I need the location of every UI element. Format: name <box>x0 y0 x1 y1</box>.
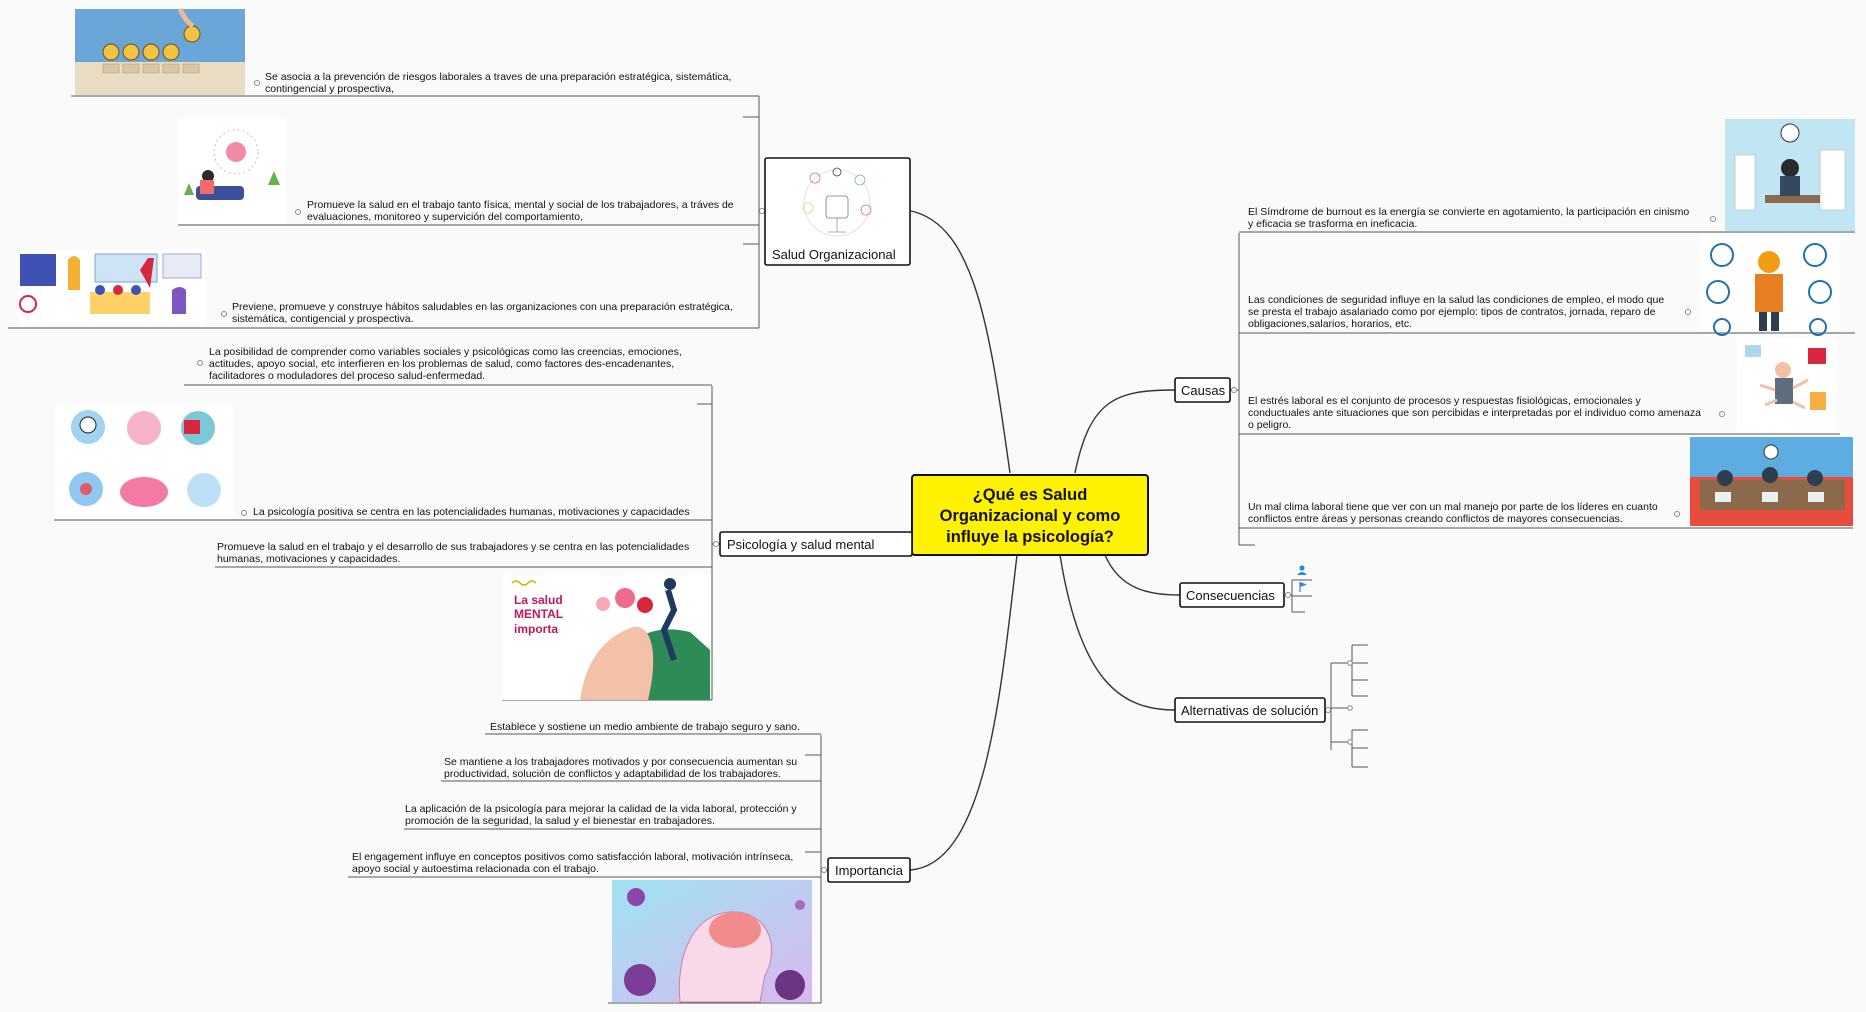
poster-line-1: La salud <box>514 593 563 607</box>
branch-salud-organizacional: Salud Organizacional Se asocia a la prev… <box>8 7 911 329</box>
list-item: Promueve la salud en el trabajo y el des… <box>217 541 689 565</box>
node-psicologia[interactable]: Psicología y salud mental <box>719 531 913 557</box>
item-text-line: conductuales ante situaciones que son pe… <box>1248 407 1701 419</box>
central-title-line3: influye la psicología? <box>946 528 1114 546</box>
node-alternativas[interactable]: Alternativas de solución <box>1174 697 1326 723</box>
node-causas[interactable]: Causas <box>1174 377 1231 403</box>
item-text-line: obligaciones,salarios, horarios, etc. <box>1248 318 1412 330</box>
item-text-line: El estrés laboral es el conjunto de proc… <box>1248 395 1642 407</box>
connector-alternativas <box>1059 554 1176 711</box>
therapy-session-image <box>178 118 286 224</box>
item-text-line: humanas, motivaciones y capacidades. <box>217 553 400 565</box>
list-item: El Símdrome de burnout es la energía se … <box>1248 206 1716 230</box>
list-item: Un mal clima laboral tiene que ver con u… <box>1248 501 1680 525</box>
list-item: La posibilidad de comprender como variab… <box>197 346 682 382</box>
office-conflict-image <box>1690 437 1853 526</box>
health-network-icon <box>802 167 872 237</box>
mental-health-poster-image: La salud MENTAL importa <box>502 575 710 700</box>
branch-consecuencias: Consecuencias <box>1179 565 1312 613</box>
node-label: Importancia <box>835 863 904 878</box>
team-analysis-image <box>18 250 206 325</box>
connector-salud-organizacional <box>910 210 1011 474</box>
item-text-line: Previene, promueve y construye hábitos s… <box>232 301 733 313</box>
node-salud-organizacional[interactable]: Salud Organizacional <box>764 157 911 266</box>
list-item: Previene, promueve y construye hábitos s… <box>221 301 733 325</box>
node-label: Consecuencias <box>1186 588 1275 603</box>
branch-causas: Causas El Símdrome de burnout es la ener… <box>1174 119 1855 546</box>
list-item: El engagement influye en conceptos posit… <box>352 851 793 875</box>
item-text-line: evaluaciones, monitoreo y supervición de… <box>307 211 583 223</box>
central-title-line1: ¿Qué es Salud <box>973 486 1088 504</box>
connector-consecuencias <box>1104 554 1181 596</box>
item-text-line: promoción de la seguridad, la salud y el… <box>405 815 715 827</box>
item-text-line: productividad, solución de conflictos y … <box>444 768 781 780</box>
emoji-faces-image <box>75 7 245 95</box>
list-item: Se asocia a la prevención de riesgos lab… <box>254 71 731 95</box>
poster-line-2: MENTAL <box>514 607 563 621</box>
item-text-line: Promueve la salud en el trabajo tanto fí… <box>307 199 734 211</box>
list-item: La aplicación de la psicología para mejo… <box>405 803 797 827</box>
brain-virus-image <box>612 880 812 1003</box>
item-text-line: Las condiciones de seguridad influye en … <box>1248 294 1664 306</box>
branch-importancia: Importancia Establece y sostiene un medi… <box>348 721 911 1004</box>
item-text-line: Se mantiene a los trabajadores motivados… <box>444 756 797 768</box>
item-text-line: contingencial y prospectiva, <box>265 83 394 95</box>
item-text-line: actitudes, apoyo social, etc interfieren… <box>209 358 674 370</box>
main-connectors <box>909 210 1181 871</box>
list-item: Promueve la salud en el trabajo tanto fí… <box>295 199 734 223</box>
list-item: Establece y sostiene un medio ambiente d… <box>490 721 800 733</box>
burnout-office-image <box>1725 119 1855 231</box>
poster-line-3: importa <box>514 622 558 636</box>
connector-importancia <box>909 554 1018 871</box>
item-text-line: facilitadores o moduladores del proceso … <box>209 370 485 382</box>
central-node[interactable]: ¿Qué es Salud Organizacional y como infl… <box>911 474 1149 556</box>
connector-causas <box>1074 389 1176 474</box>
node-label: Salud Organizacional <box>772 247 896 262</box>
node-importancia[interactable]: Importancia <box>827 857 911 883</box>
item-text-line: Establece y sostiene un medio ambiente d… <box>490 721 800 733</box>
item-text-line: Se asocia a la prevención de riesgos lab… <box>265 71 731 83</box>
item-text-line: El engagement influye en conceptos posit… <box>352 851 793 863</box>
list-item: Las condiciones de seguridad influye en … <box>1248 294 1691 330</box>
item-text-line: se presta el trabajo asalariado como por… <box>1248 306 1656 318</box>
node-label: Causas <box>1181 383 1226 398</box>
node-label: Psicología y salud mental <box>727 537 875 552</box>
item-text-line: y eficacia se trasforma en ineficacia. <box>1248 218 1417 230</box>
branch-psicologia: Psicología y salud mental La posibilidad… <box>54 346 913 701</box>
branch-alternativas: Alternativas de solución <box>1174 644 1368 768</box>
item-text-line: o peligro. <box>1248 419 1291 431</box>
node-label: Alternativas de solución <box>1181 703 1318 718</box>
item-text-line: La aplicación de la psicología para mejo… <box>405 803 797 815</box>
flag-icon <box>1299 582 1307 592</box>
item-text-line: Promueve la salud en el trabajo y el des… <box>217 541 689 553</box>
person-icon <box>1297 565 1307 575</box>
mind-heads-image <box>54 404 234 518</box>
list-item: Se mantiene a los trabajadores motivados… <box>444 756 797 780</box>
item-text-line: sistemática, contigencial y prospectiva. <box>232 313 414 325</box>
item-text-line: apoyo social y autoestima relacionada co… <box>352 863 599 875</box>
list-item: La psicología positiva se centra en las … <box>241 506 690 518</box>
item-text-line: El Símdrome de burnout es la energía se … <box>1248 206 1689 218</box>
central-title-line2: Organizacional y como <box>940 507 1121 525</box>
node-consecuencias[interactable]: Consecuencias <box>1179 582 1285 608</box>
item-text-line: La posibilidad de comprender como variab… <box>209 346 682 358</box>
safety-worker-image <box>1700 236 1840 336</box>
item-text-line: Un mal clima laboral tiene que ver con u… <box>1248 501 1658 513</box>
list-item: El estrés laboral es el conjunto de proc… <box>1248 395 1725 431</box>
item-text-line: La psicología positiva se centra en las … <box>253 506 690 518</box>
item-text-line: conflictos entre áreas y personas creand… <box>1248 513 1623 525</box>
stressed-worker-image <box>1737 337 1837 432</box>
